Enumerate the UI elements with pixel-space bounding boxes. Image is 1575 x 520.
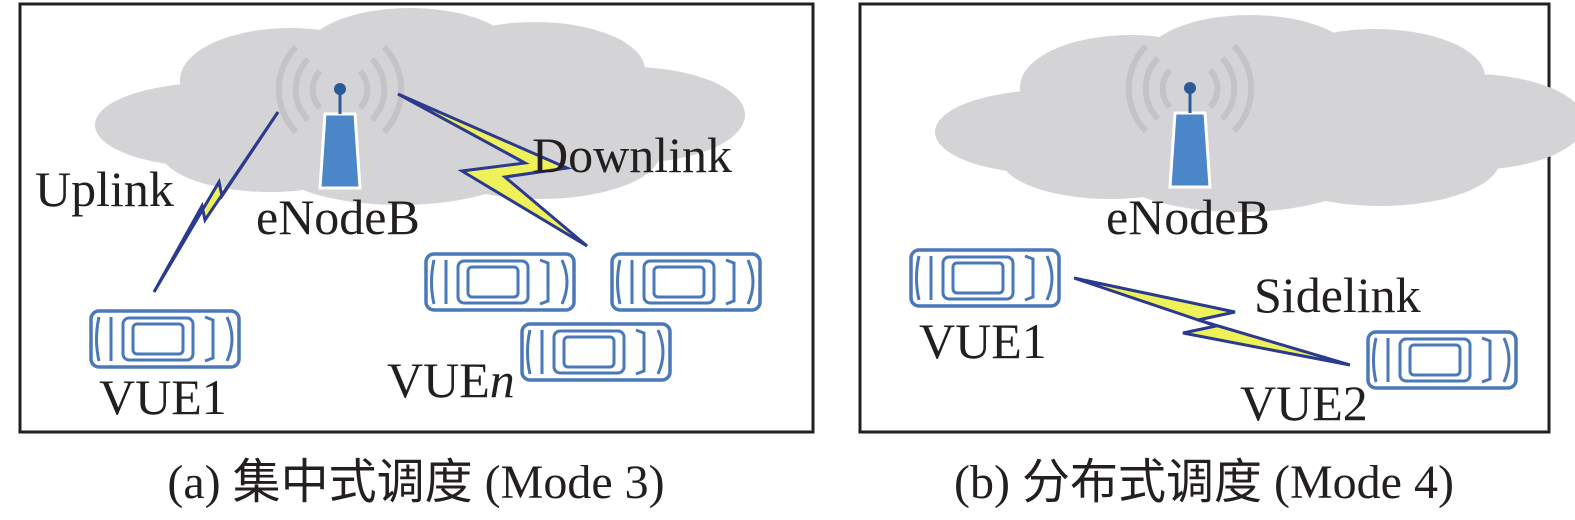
vuen-label: VUEn (387, 352, 515, 408)
car-icon (610, 252, 762, 312)
sidelink-label: Sidelink (1254, 267, 1421, 323)
car-icon (520, 322, 672, 382)
panel-a: Uplink Downlink eNodeB VUE1 VUEn (18, 2, 815, 434)
caption-a: (a) 集中式调度 (Mode 3) (167, 456, 664, 509)
vue2-label: VUE2 (1240, 375, 1368, 431)
vue1-label: VUE1 (99, 369, 227, 425)
caption-b: (b) 分布式调度 (Mode 4) (954, 456, 1454, 509)
vue1-label: VUE1 (919, 313, 1047, 369)
panel-b: eNodeB Sidelink VUE1 VUE2 (858, 2, 1575, 434)
sidelink-lightning-bolt-icon (1073, 276, 1351, 367)
enodeb-label: eNodeB (256, 189, 420, 245)
downlink-label: Downlink (532, 127, 732, 183)
car-icon (89, 309, 241, 369)
downlink-lightning-bolt-icon (397, 92, 588, 248)
car-icon (1366, 330, 1518, 390)
car-icon (424, 252, 576, 312)
enodeb-label: eNodeB (1106, 189, 1270, 245)
uplink-lightning-bolt-icon (152, 111, 280, 293)
uplink-label: Uplink (35, 161, 174, 217)
car-icon (909, 248, 1061, 308)
